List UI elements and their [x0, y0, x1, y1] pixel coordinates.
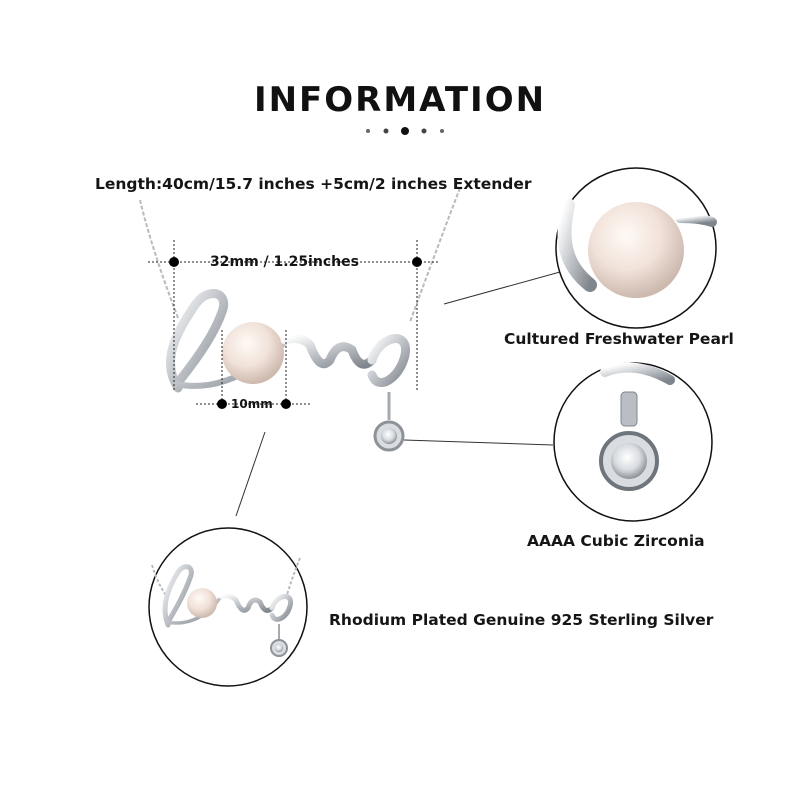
necklace-zoom-circle [148, 527, 308, 687]
width-label: 32mm / 1.25inches [210, 254, 359, 270]
pearl-size-label: 10mm [231, 397, 273, 411]
zirconia-zoom-circle [553, 362, 713, 522]
zirconia-feature-label: AAAA Cubic Zirconia [527, 532, 705, 550]
silver-feature-label: Rhodium Plated Genuine 925 Sterling Silv… [329, 611, 714, 629]
pearl [222, 322, 284, 384]
length-label: Length:40cm/15.7 inches +5cm/2 inches Ex… [95, 175, 532, 193]
love-pendant [166, 289, 410, 452]
necklace-chain [139, 187, 461, 323]
title-divider-dots [366, 127, 444, 135]
page-title: INFORMATION [253, 80, 547, 120]
measurement-dots [169, 257, 422, 409]
callout-lines [235, 271, 561, 517]
pearl-zoom-circle [555, 167, 717, 329]
pearl-feature-label: Cultured Freshwater Pearl [504, 330, 734, 348]
